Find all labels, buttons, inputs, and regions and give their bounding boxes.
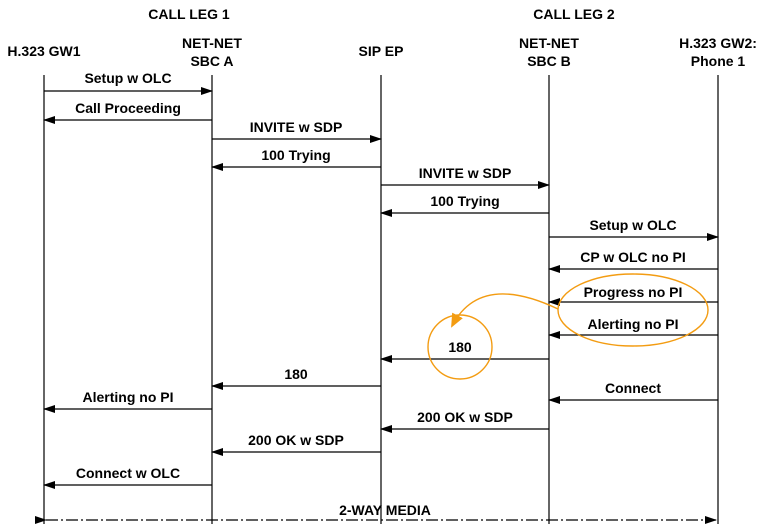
label-two-way-media: 2-WAY MEDIA (339, 502, 431, 518)
call-leg-2-title: CALL LEG 2 (533, 6, 615, 22)
label-connect-leg2: Connect (605, 380, 661, 396)
participant-sbc-a-line2: SBC A (190, 53, 233, 69)
highlight-curved-arrow (451, 293, 559, 328)
participant-sbc-a-line1: NET-NET (182, 35, 242, 51)
label-alerting-no-pi-leg1: Alerting no PI (83, 389, 174, 405)
label-100-trying-a: 100 Trying (261, 147, 330, 163)
participant-sbc-b-line1: NET-NET (519, 35, 579, 51)
label-180-a: 180 (284, 366, 308, 382)
label-setup-olc-leg2: Setup w OLC (589, 217, 676, 233)
highlight-ellipse-progress-alerting (557, 273, 709, 347)
label-200-ok-sdp-a: 200 OK w SDP (248, 432, 344, 448)
label-100-trying-b: 100 Trying (430, 193, 499, 209)
label-invite-sdp-b: INVITE w SDP (419, 165, 512, 181)
label-invite-sdp-a: INVITE w SDP (250, 119, 343, 135)
label-200-ok-sdp-b: 200 OK w SDP (417, 409, 513, 425)
label-alerting-no-pi-leg2: Alerting no PI (588, 316, 679, 332)
call-leg-1-title: CALL LEG 1 (148, 6, 230, 22)
participant-h323-gw2-line1: H.323 GW2: (679, 35, 757, 51)
participant-h323-gw2-line2: Phone 1 (691, 53, 746, 69)
label-setup-olc-leg1: Setup w OLC (84, 70, 171, 86)
label-connect-olc-leg1: Connect w OLC (76, 465, 180, 481)
participant-h323-gw1: H.323 GW1 (7, 43, 80, 59)
participant-sbc-b-line2: SBC B (527, 53, 571, 69)
label-cp-olc-no-pi: CP w OLC no PI (580, 249, 686, 265)
label-call-proceeding: Call Proceeding (75, 100, 181, 116)
highlight-circle-180 (427, 314, 493, 380)
participant-sip-ep: SIP EP (359, 43, 404, 59)
label-180-b: 180 (448, 339, 472, 355)
label-progress-no-pi: Progress no PI (584, 284, 683, 300)
